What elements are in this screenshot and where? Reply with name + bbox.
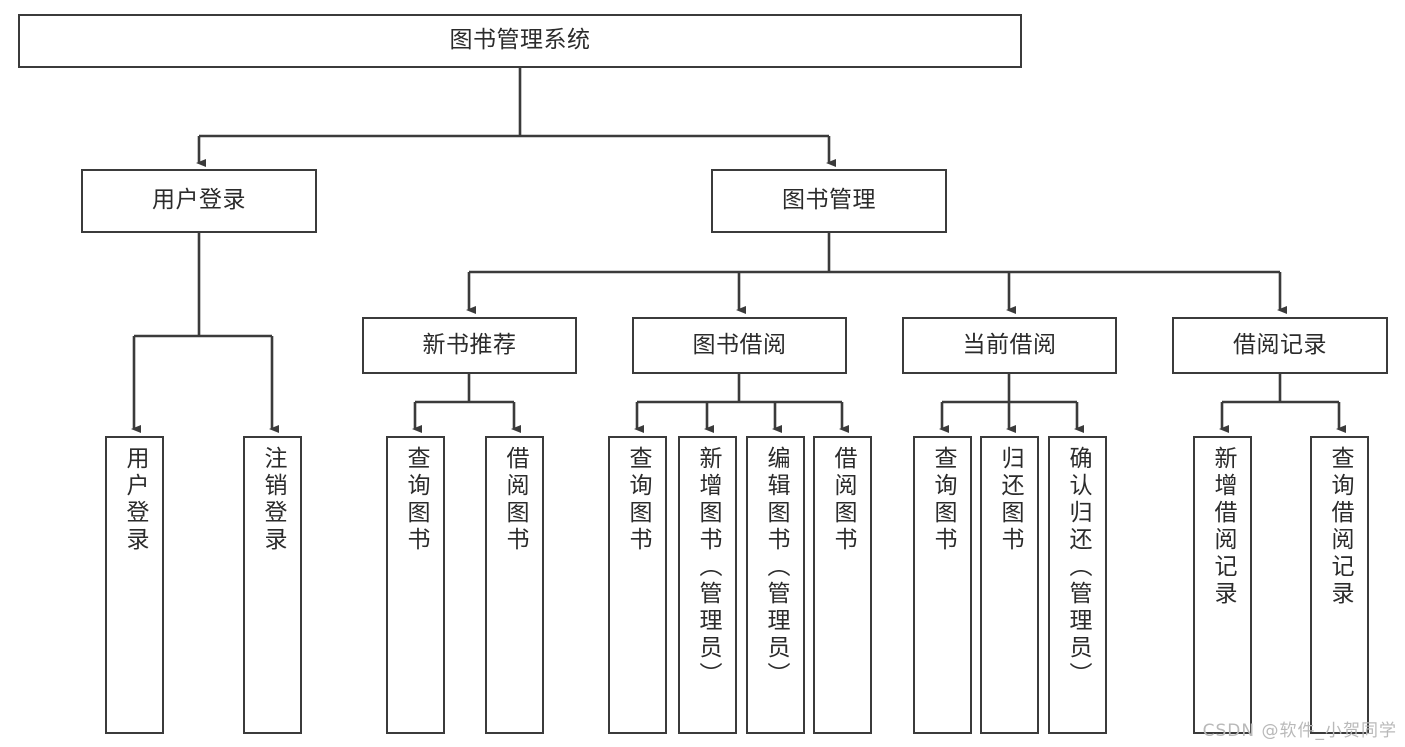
leaf-records-query-record[interactable]: 查询借阅记录 — [1310, 436, 1369, 734]
node-label: 新增图书（管理员） — [695, 446, 721, 689]
node-label: 图书管理系统 — [449, 27, 591, 54]
node-label: 查询图书 — [930, 446, 956, 554]
node-label: 借阅图书 — [830, 446, 856, 554]
node-label: 新增借阅记录 — [1210, 446, 1236, 608]
node-label: 新书推荐 — [422, 331, 517, 358]
node-label: 用户登录 — [152, 187, 246, 214]
node-label: 当前借阅 — [962, 331, 1057, 358]
node-current-borrow[interactable]: 当前借阅 — [902, 317, 1117, 374]
node-label: 查询图书 — [403, 446, 429, 554]
node-root-system[interactable]: 图书管理系统 — [18, 14, 1022, 68]
leaf-borrow-query-book[interactable]: 查询图书 — [608, 436, 667, 734]
leaf-recommend-borrow-book[interactable]: 借阅图书 — [485, 436, 544, 734]
node-label: 编辑图书（管理员） — [763, 446, 789, 689]
node-label: 借阅记录 — [1233, 331, 1327, 358]
node-label: 图书借阅 — [692, 331, 787, 358]
leaf-current-confirm-return-admin[interactable]: 确认归还（管理员） — [1048, 436, 1107, 734]
node-label: 归还图书 — [997, 446, 1023, 554]
csdn-watermark: CSDN @软件_小贺同学 — [1202, 721, 1397, 741]
node-label: 查询图书 — [625, 446, 651, 554]
node-book-management[interactable]: 图书管理 — [711, 169, 947, 233]
node-label: 用户登录 — [122, 446, 148, 554]
leaf-borrow-edit-book-admin[interactable]: 编辑图书（管理员） — [746, 436, 805, 734]
node-label: 图书管理 — [782, 187, 876, 214]
node-label: 确认归还（管理员） — [1065, 446, 1091, 689]
leaf-user-login-signin[interactable]: 用户登录 — [105, 436, 164, 734]
node-new-book-recommend[interactable]: 新书推荐 — [362, 317, 577, 374]
node-borrow-records[interactable]: 借阅记录 — [1172, 317, 1388, 374]
leaf-user-login-signout[interactable]: 注销登录 — [243, 436, 302, 734]
node-label: 查询借阅记录 — [1327, 446, 1353, 608]
leaf-records-add-record[interactable]: 新增借阅记录 — [1193, 436, 1252, 734]
leaf-current-return-book[interactable]: 归还图书 — [980, 436, 1039, 734]
node-user-login[interactable]: 用户登录 — [81, 169, 317, 233]
node-book-borrow[interactable]: 图书借阅 — [632, 317, 847, 374]
leaf-borrow-add-book-admin[interactable]: 新增图书（管理员） — [678, 436, 737, 734]
node-label: 注销登录 — [260, 446, 286, 554]
leaf-borrow-borrow-book[interactable]: 借阅图书 — [813, 436, 872, 734]
leaf-recommend-query-book[interactable]: 查询图书 — [386, 436, 445, 734]
node-label: 借阅图书 — [502, 446, 528, 554]
leaf-current-query-book[interactable]: 查询图书 — [913, 436, 972, 734]
